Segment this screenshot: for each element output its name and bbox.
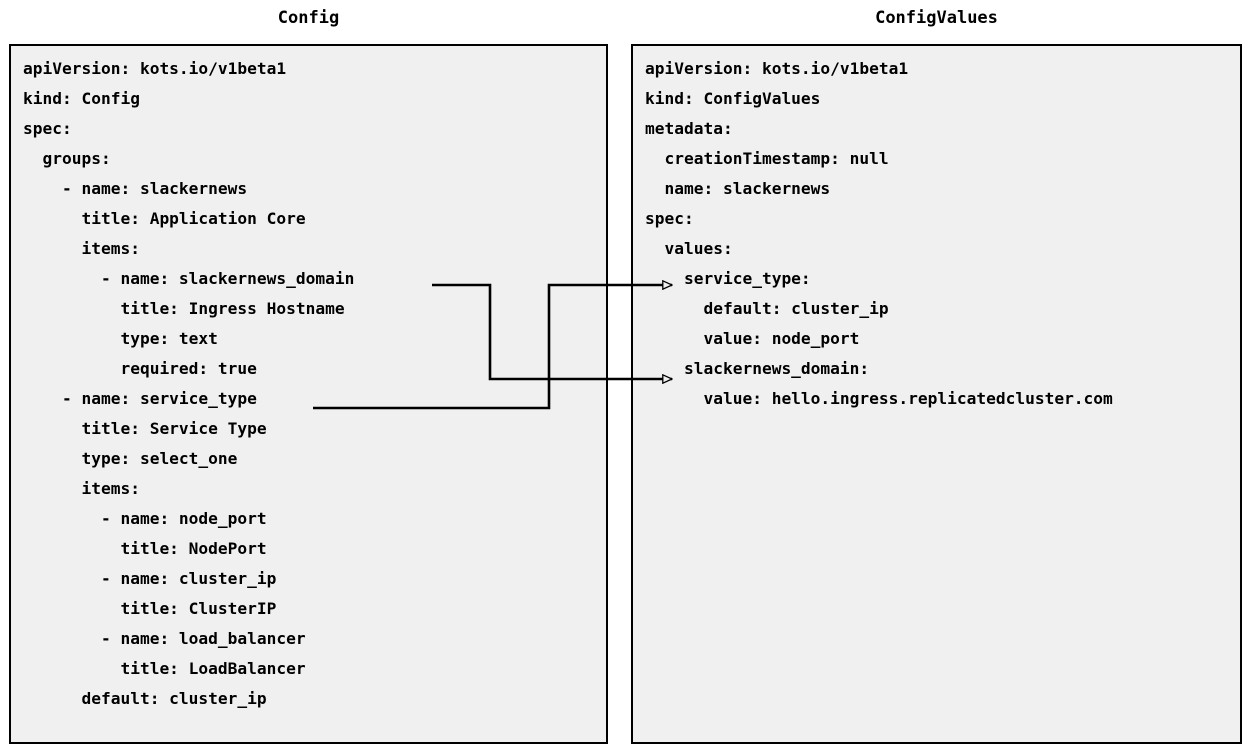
config-yaml-line: title: Application Core <box>23 209 306 228</box>
config-yaml-line: - name: slackernews_domain <box>23 269 355 288</box>
configvalues-yaml-line: values: <box>645 239 733 258</box>
configvalues-yaml-line: creationTimestamp: null <box>645 149 889 168</box>
config-yaml-line: title: NodePort <box>23 539 267 558</box>
config-yaml-line: spec: <box>23 119 72 138</box>
configvalues-yaml-line: value: hello.ingress.replicatedcluster.c… <box>645 389 1113 408</box>
config-yaml-line: - name: node_port <box>23 509 267 528</box>
configvalues-yaml-code: apiVersion: kots.io/v1beta1 kind: ConfigV… <box>645 54 1240 414</box>
config-yaml-line: - name: cluster_ip <box>23 569 277 588</box>
config-yaml-line: items: <box>23 239 140 258</box>
configvalues-yaml-line: kind: ConfigValues <box>645 89 821 108</box>
config-yaml-code: apiVersion: kots.io/v1beta1 kind: Config s… <box>23 54 606 714</box>
config-yaml-line: title: Service Type <box>23 419 267 438</box>
config-yaml-line: default: cluster_ip <box>23 689 267 708</box>
config-yaml-line: - name: load_balancer <box>23 629 306 648</box>
config-yaml-line: - name: service_type <box>23 389 257 408</box>
config-yaml-line: type: select_one <box>23 449 238 468</box>
right-panel-title: ConfigValues <box>875 8 998 28</box>
configvalues-yaml-line: apiVersion: kots.io/v1beta1 <box>645 59 909 78</box>
configvalues-yaml-line: metadata: <box>645 119 733 138</box>
configvalues-yaml-line: name: slackernews <box>645 179 831 198</box>
configvalues-yaml-line: spec: <box>645 209 694 228</box>
left-panel-title: Config <box>277 8 340 28</box>
config-yaml-line: title: ClusterIP <box>23 599 277 618</box>
config-yaml-line: title: LoadBalancer <box>23 659 306 678</box>
config-panel: apiVersion: kots.io/v1beta1 kind: Config s… <box>9 44 608 744</box>
config-yaml-line: required: true <box>23 359 257 378</box>
config-yaml-line: groups: <box>23 149 111 168</box>
configvalues-panel: apiVersion: kots.io/v1beta1 kind: ConfigV… <box>631 44 1242 744</box>
config-yaml-line: items: <box>23 479 140 498</box>
config-yaml-line: - name: slackernews <box>23 179 248 198</box>
configvalues-yaml-line: slackernews_domain: <box>645 359 870 378</box>
config-yaml-line: apiVersion: kots.io/v1beta1 <box>23 59 287 78</box>
config-yaml-line: type: text <box>23 329 218 348</box>
config-yaml-line: title: Ingress Hostname <box>23 299 345 318</box>
configvalues-yaml-line: default: cluster_ip <box>645 299 889 318</box>
configvalues-yaml-line: service_type: <box>645 269 811 288</box>
configvalues-yaml-line: value: node_port <box>645 329 860 348</box>
config-yaml-line: kind: Config <box>23 89 140 108</box>
